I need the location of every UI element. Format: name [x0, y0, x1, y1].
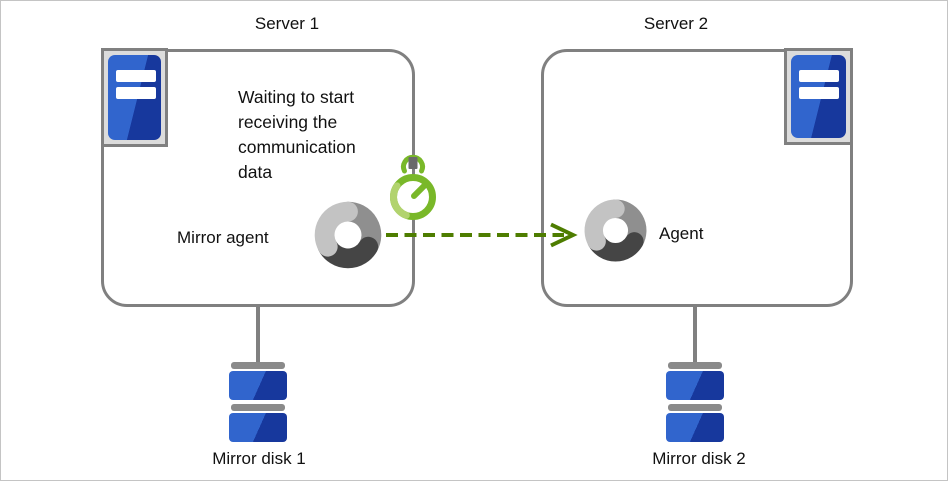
agent-donut-icon — [584, 199, 647, 262]
status-text: Waiting to start receiving the communica… — [238, 87, 356, 182]
disk-platter — [666, 371, 724, 400]
disk-platter — [229, 413, 287, 442]
disk-cap — [668, 404, 722, 411]
server-icon-slot — [799, 87, 839, 99]
mirror-disk1-label: Mirror disk 1 — [212, 449, 306, 468]
disk-cap — [231, 362, 285, 369]
disk-platter — [229, 371, 287, 400]
disk-cap — [231, 404, 285, 411]
server1-title: Server 1 — [254, 14, 320, 33]
agent-label: Agent — [659, 224, 704, 243]
stopwatch-icon — [390, 154, 436, 220]
server-icon-body — [108, 55, 161, 140]
server-icon-body — [791, 55, 846, 138]
mirror-agent-donut-icon — [314, 201, 382, 269]
mirror-disk2-label: Mirror disk 2 — [652, 449, 746, 468]
dashed-arrow-icon — [386, 222, 578, 248]
server-icon-slot — [116, 70, 156, 82]
server2-tower-icon — [784, 48, 853, 145]
server-icon-slot — [116, 87, 156, 99]
server2-box — [541, 49, 853, 307]
server2-title: Server 2 — [643, 14, 709, 33]
disk-platter — [666, 413, 724, 442]
server1-disk-connector — [256, 305, 260, 363]
mirror-agent-label: Mirror agent — [177, 228, 269, 247]
disk-cap — [668, 362, 722, 369]
server1-tower-icon — [101, 48, 168, 147]
mirror-disk1-icon — [229, 362, 287, 442]
server2-disk-connector — [693, 305, 697, 363]
server-icon-slot — [799, 70, 839, 82]
mirror-disk2-icon — [666, 362, 724, 442]
